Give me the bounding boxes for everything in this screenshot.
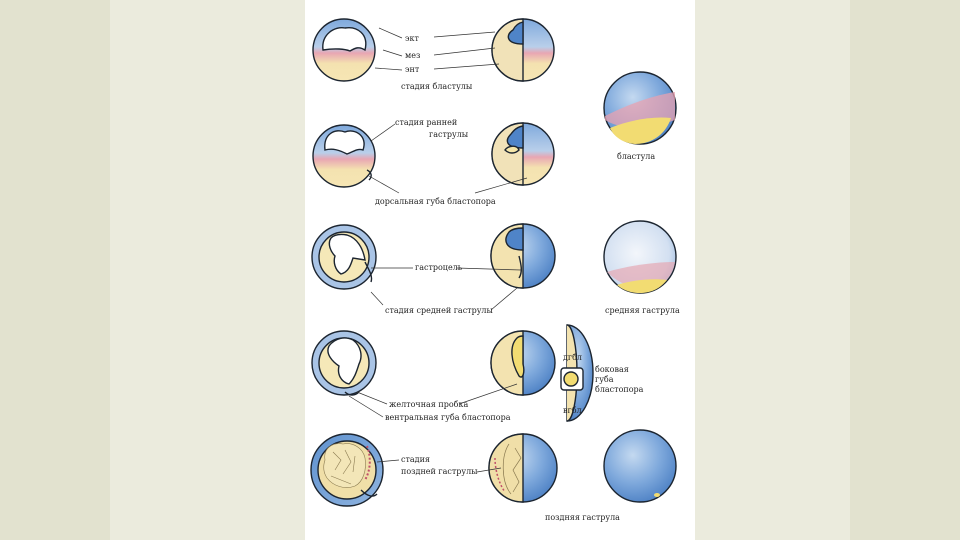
figure-sheet: экт мез энт стадия бластулы бластула ста… bbox=[305, 0, 695, 540]
label-early-gastrula-line1: стадия ранней bbox=[395, 118, 457, 127]
label-lateral-lip-1: боковая bbox=[595, 365, 629, 374]
gastrulation-diagram: экт мез энт стадия бластулы бластула ста… bbox=[310, 18, 680, 522]
yolk-plug-3d-section bbox=[490, 330, 556, 396]
middle-gastrula-3d-section bbox=[490, 223, 556, 289]
lateral-lip-detail bbox=[560, 324, 594, 422]
label-lateral-lip-2: губа bbox=[595, 375, 614, 384]
middle-gastrula-external-view bbox=[603, 220, 677, 294]
label-ent: энт bbox=[405, 65, 420, 74]
label-ekt: экт bbox=[405, 34, 419, 43]
label-mes: мез bbox=[405, 51, 420, 60]
right-margin-stripe bbox=[850, 0, 960, 540]
label-lateral-lip-3: бластопора bbox=[595, 385, 644, 394]
blastula-section bbox=[312, 18, 376, 82]
label-blastula-stage: стадия бластулы bbox=[401, 82, 473, 91]
label-vgbl: вгбл bbox=[563, 406, 582, 415]
label-late-gastrula-stage-2: поздней гаструлы bbox=[401, 467, 478, 476]
label-blastula: бластула bbox=[617, 152, 655, 161]
blastula-3d-section bbox=[491, 18, 555, 82]
label-dgbl: дгбл bbox=[563, 353, 582, 362]
label-dorsal-lip: дорсальная губа бластопора bbox=[375, 197, 496, 206]
late-gastrula-external-view bbox=[603, 429, 677, 503]
left-margin-stripe bbox=[0, 0, 110, 540]
late-gastrula-3d-section bbox=[488, 433, 558, 503]
yolk-plug-stage-section bbox=[311, 330, 377, 396]
early-gastrula-section bbox=[312, 124, 376, 188]
late-gastrula-section bbox=[310, 433, 384, 507]
label-yolk-plug: желточная пробка bbox=[389, 400, 468, 409]
label-gastrocoel: гастроцель bbox=[415, 263, 463, 272]
label-late-gastrula-stage-1: стадия bbox=[401, 455, 430, 464]
label-ventral-lip: вентральная губа бластопора bbox=[385, 413, 511, 422]
label-early-gastrula-line2: гаструлы bbox=[429, 130, 469, 139]
early-gastrula-3d-section bbox=[491, 122, 555, 186]
label-late-gastrula: поздняя гаструла bbox=[545, 513, 620, 522]
label-middle-gastrula: средняя гаструла bbox=[605, 306, 680, 315]
middle-gastrula-section bbox=[311, 224, 377, 290]
blastula-external-view bbox=[603, 71, 677, 145]
label-middle-gastrula-stage: стадия средней гаструлы bbox=[385, 306, 494, 315]
